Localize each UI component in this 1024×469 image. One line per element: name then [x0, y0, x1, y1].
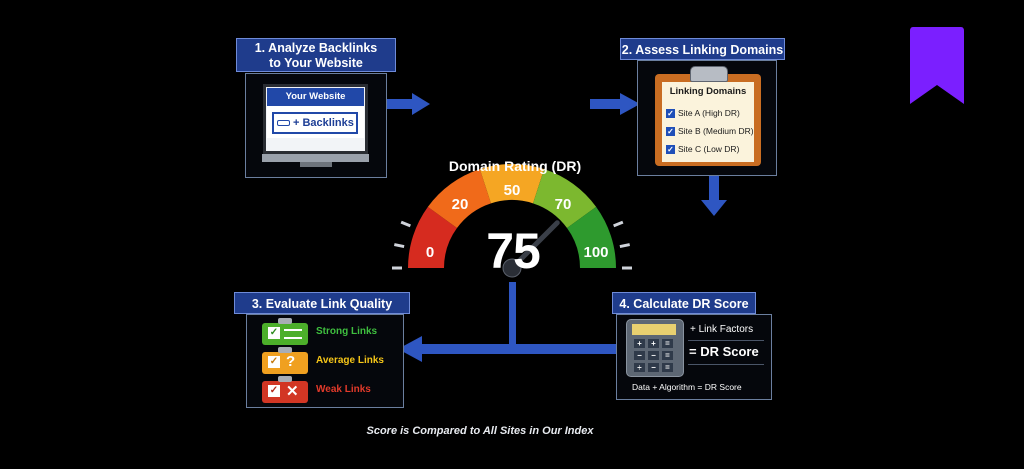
gauge-needle — [509, 220, 560, 271]
calculator-key: + — [648, 339, 659, 348]
dr-score-label: = DR Score — [689, 344, 759, 359]
separator — [688, 364, 764, 365]
formula-label: Data + Algorithm = DR Score — [632, 382, 742, 392]
site-label: Site A (High DR) — [678, 108, 740, 118]
gauge-label-100: 100 — [583, 244, 609, 261]
lines-icon — [284, 329, 302, 339]
gauge-segment — [533, 169, 597, 229]
clip-icon — [278, 376, 292, 382]
gauge-segment — [479, 163, 545, 204]
monitor-stand — [300, 162, 332, 167]
checkbox-icon: ✓ — [666, 144, 675, 154]
quality-row-average: ✓ ? Average Links — [262, 347, 402, 376]
backlinks-label: + Backlinks — [293, 117, 354, 129]
checkbox-icon: ✓ — [666, 108, 675, 118]
strong-links-label: Strong Links — [316, 326, 378, 337]
gauge-tick — [619, 243, 630, 249]
arrow-step1-right — [378, 93, 430, 115]
link-factors-label: + Link Factors — [690, 324, 754, 335]
connector-gauge-down — [509, 282, 516, 348]
step2-title: 2. Assess Linking Domains — [620, 38, 785, 60]
calculator-key: + — [634, 339, 645, 348]
gauge-tick — [400, 220, 411, 228]
quality-row-weak: ✓ ✕ Weak Links — [262, 376, 402, 405]
average-links-label: Average Links — [316, 355, 384, 366]
your-website-label: Your Website — [267, 88, 364, 106]
step4-title: 4. Calculate DR Score — [612, 292, 756, 314]
gauge-hub — [502, 258, 522, 278]
bookmark-icon[interactable] — [909, 27, 965, 105]
calculator-key: − — [648, 351, 659, 360]
step1-title: 1. Analyze Backlinks to Your Website — [236, 38, 396, 72]
linking-domains-title: Linking Domains — [669, 86, 747, 97]
check-icon: ✓ — [268, 327, 280, 339]
step1-title-line1: 1. Analyze Backlinks — [254, 41, 378, 55]
gauge-segment — [427, 169, 491, 229]
gauge-segment — [567, 206, 616, 268]
clip-icon — [278, 347, 292, 353]
check-icon: ✓ — [268, 356, 280, 368]
question-icon: ? — [286, 353, 296, 370]
site-row: ✓ Site B (Medium DR) — [666, 124, 756, 138]
arrow-into-step2 — [590, 93, 640, 115]
arrow-step2-down — [701, 174, 727, 216]
calculator-key: − — [648, 363, 659, 372]
separator — [688, 340, 764, 341]
gauge-tick — [394, 243, 405, 249]
quality-row-strong: ✓ Strong Links — [262, 318, 402, 347]
gauge-label-70: 70 — [554, 196, 572, 213]
clipboard-paper — [662, 82, 754, 162]
gauge-segment — [408, 206, 457, 268]
arrow-step4-to-step3 — [398, 336, 616, 362]
site-row: ✓ Site A (High DR) — [666, 106, 756, 120]
gauge-tick — [613, 220, 624, 228]
checkbox-icon: ✓ — [666, 126, 675, 136]
check-icon: ✓ — [268, 385, 280, 397]
gauge-title: Domain Rating (DR) — [448, 158, 582, 174]
step1-title-line2: to Your Website — [269, 56, 363, 70]
clip-icon — [278, 318, 292, 324]
calculator-key: − — [634, 351, 645, 360]
x-icon: ✕ — [286, 383, 299, 400]
link-icon — [277, 120, 290, 126]
calculator-key: = — [662, 363, 673, 372]
gauge-label-50: 50 — [503, 182, 521, 199]
site-row: ✓ Site C (Low DR) — [666, 142, 756, 156]
clipboard-clip — [690, 66, 728, 82]
backlinks-row: + Backlinks — [272, 112, 358, 134]
gauge-label-0: 0 — [425, 244, 435, 261]
site-label: Site C (Low DR) — [678, 144, 740, 154]
calculator-key: ÷ — [634, 363, 645, 372]
gauge-label-20: 20 — [451, 196, 469, 213]
site-label: Site B (Medium DR) — [678, 126, 754, 136]
calculator-screen — [632, 324, 676, 335]
calculator-key: = — [662, 339, 673, 348]
gauge-value: 75 — [486, 223, 541, 279]
weak-links-label: Weak Links — [316, 384, 371, 395]
calculator-key: = — [662, 351, 673, 360]
step3-title: 3. Evaluate Link Quality — [234, 292, 410, 314]
footer-note: Score is Compared to All Sites in Our In… — [366, 425, 594, 437]
dr-gauge — [392, 163, 632, 278]
monitor-base — [262, 154, 369, 162]
